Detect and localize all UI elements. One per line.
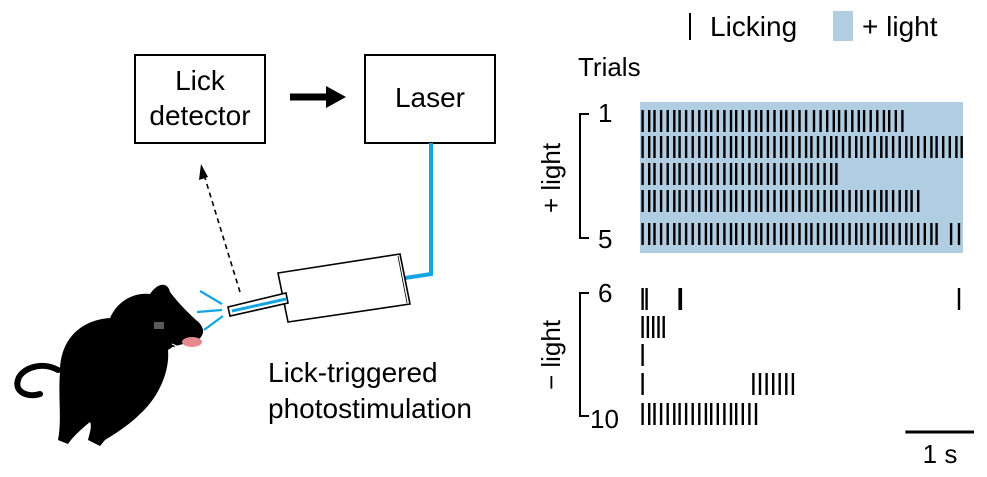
light-trial-first: 1 [598,98,612,128]
mouse-whiskers [169,343,189,360]
light-group-bracket [579,113,589,239]
nolight-group-label: − light [536,319,566,390]
mouse-illustration [14,284,204,446]
legend-licking-label: Licking [710,11,797,42]
light-trial-last: 5 [598,224,612,254]
trial-row-3 [641,163,838,185]
nolight-trial-first: 6 [598,278,612,308]
lick-detector-label-line2: detector [149,100,250,131]
trial-row-5 [641,223,961,245]
light-group-label: + light [536,142,566,213]
schematic-caption-line2: photostimulation [268,393,472,424]
lick-raster [641,110,963,425]
laser-label: Laser [395,82,465,113]
mouse-eye [154,322,164,329]
laser-box [364,54,496,144]
laser: Laser [364,54,496,144]
trial-row-1 [641,110,904,132]
legend-light-swatch [833,11,853,41]
mouse-body [58,284,204,446]
trials-axis-title: Trials [578,52,641,82]
detection-arrow [199,164,241,293]
nolight-group-bracket [579,292,589,417]
mouse-tail [14,362,61,399]
lick-detector-label-line1: Lick [175,65,226,96]
light-rays [196,290,224,331]
lick-spout [227,253,411,323]
legend: Licking + light [689,11,938,42]
trial-row-6 [641,288,961,310]
light-period-shading [640,102,963,253]
trial-row-10 [641,403,758,425]
scale-bar: 1 s [905,430,974,469]
schematic-caption-line1: Lick-triggered [268,357,438,388]
light-shading [640,102,963,253]
trial-row-7 [641,316,665,338]
legend-light-label: + light [862,11,938,42]
trial-row-4 [641,190,920,212]
trial-row-9 [641,373,795,395]
lick-detector-box [134,54,266,144]
nolight-trial-last: 10 [590,404,619,434]
trigger-arrow [290,86,346,108]
lick-detector: Lick detector [134,54,266,144]
mouse-tongue [182,337,202,347]
trial-row-2 [641,136,963,158]
scale-bar-label: 1 s [923,439,958,469]
